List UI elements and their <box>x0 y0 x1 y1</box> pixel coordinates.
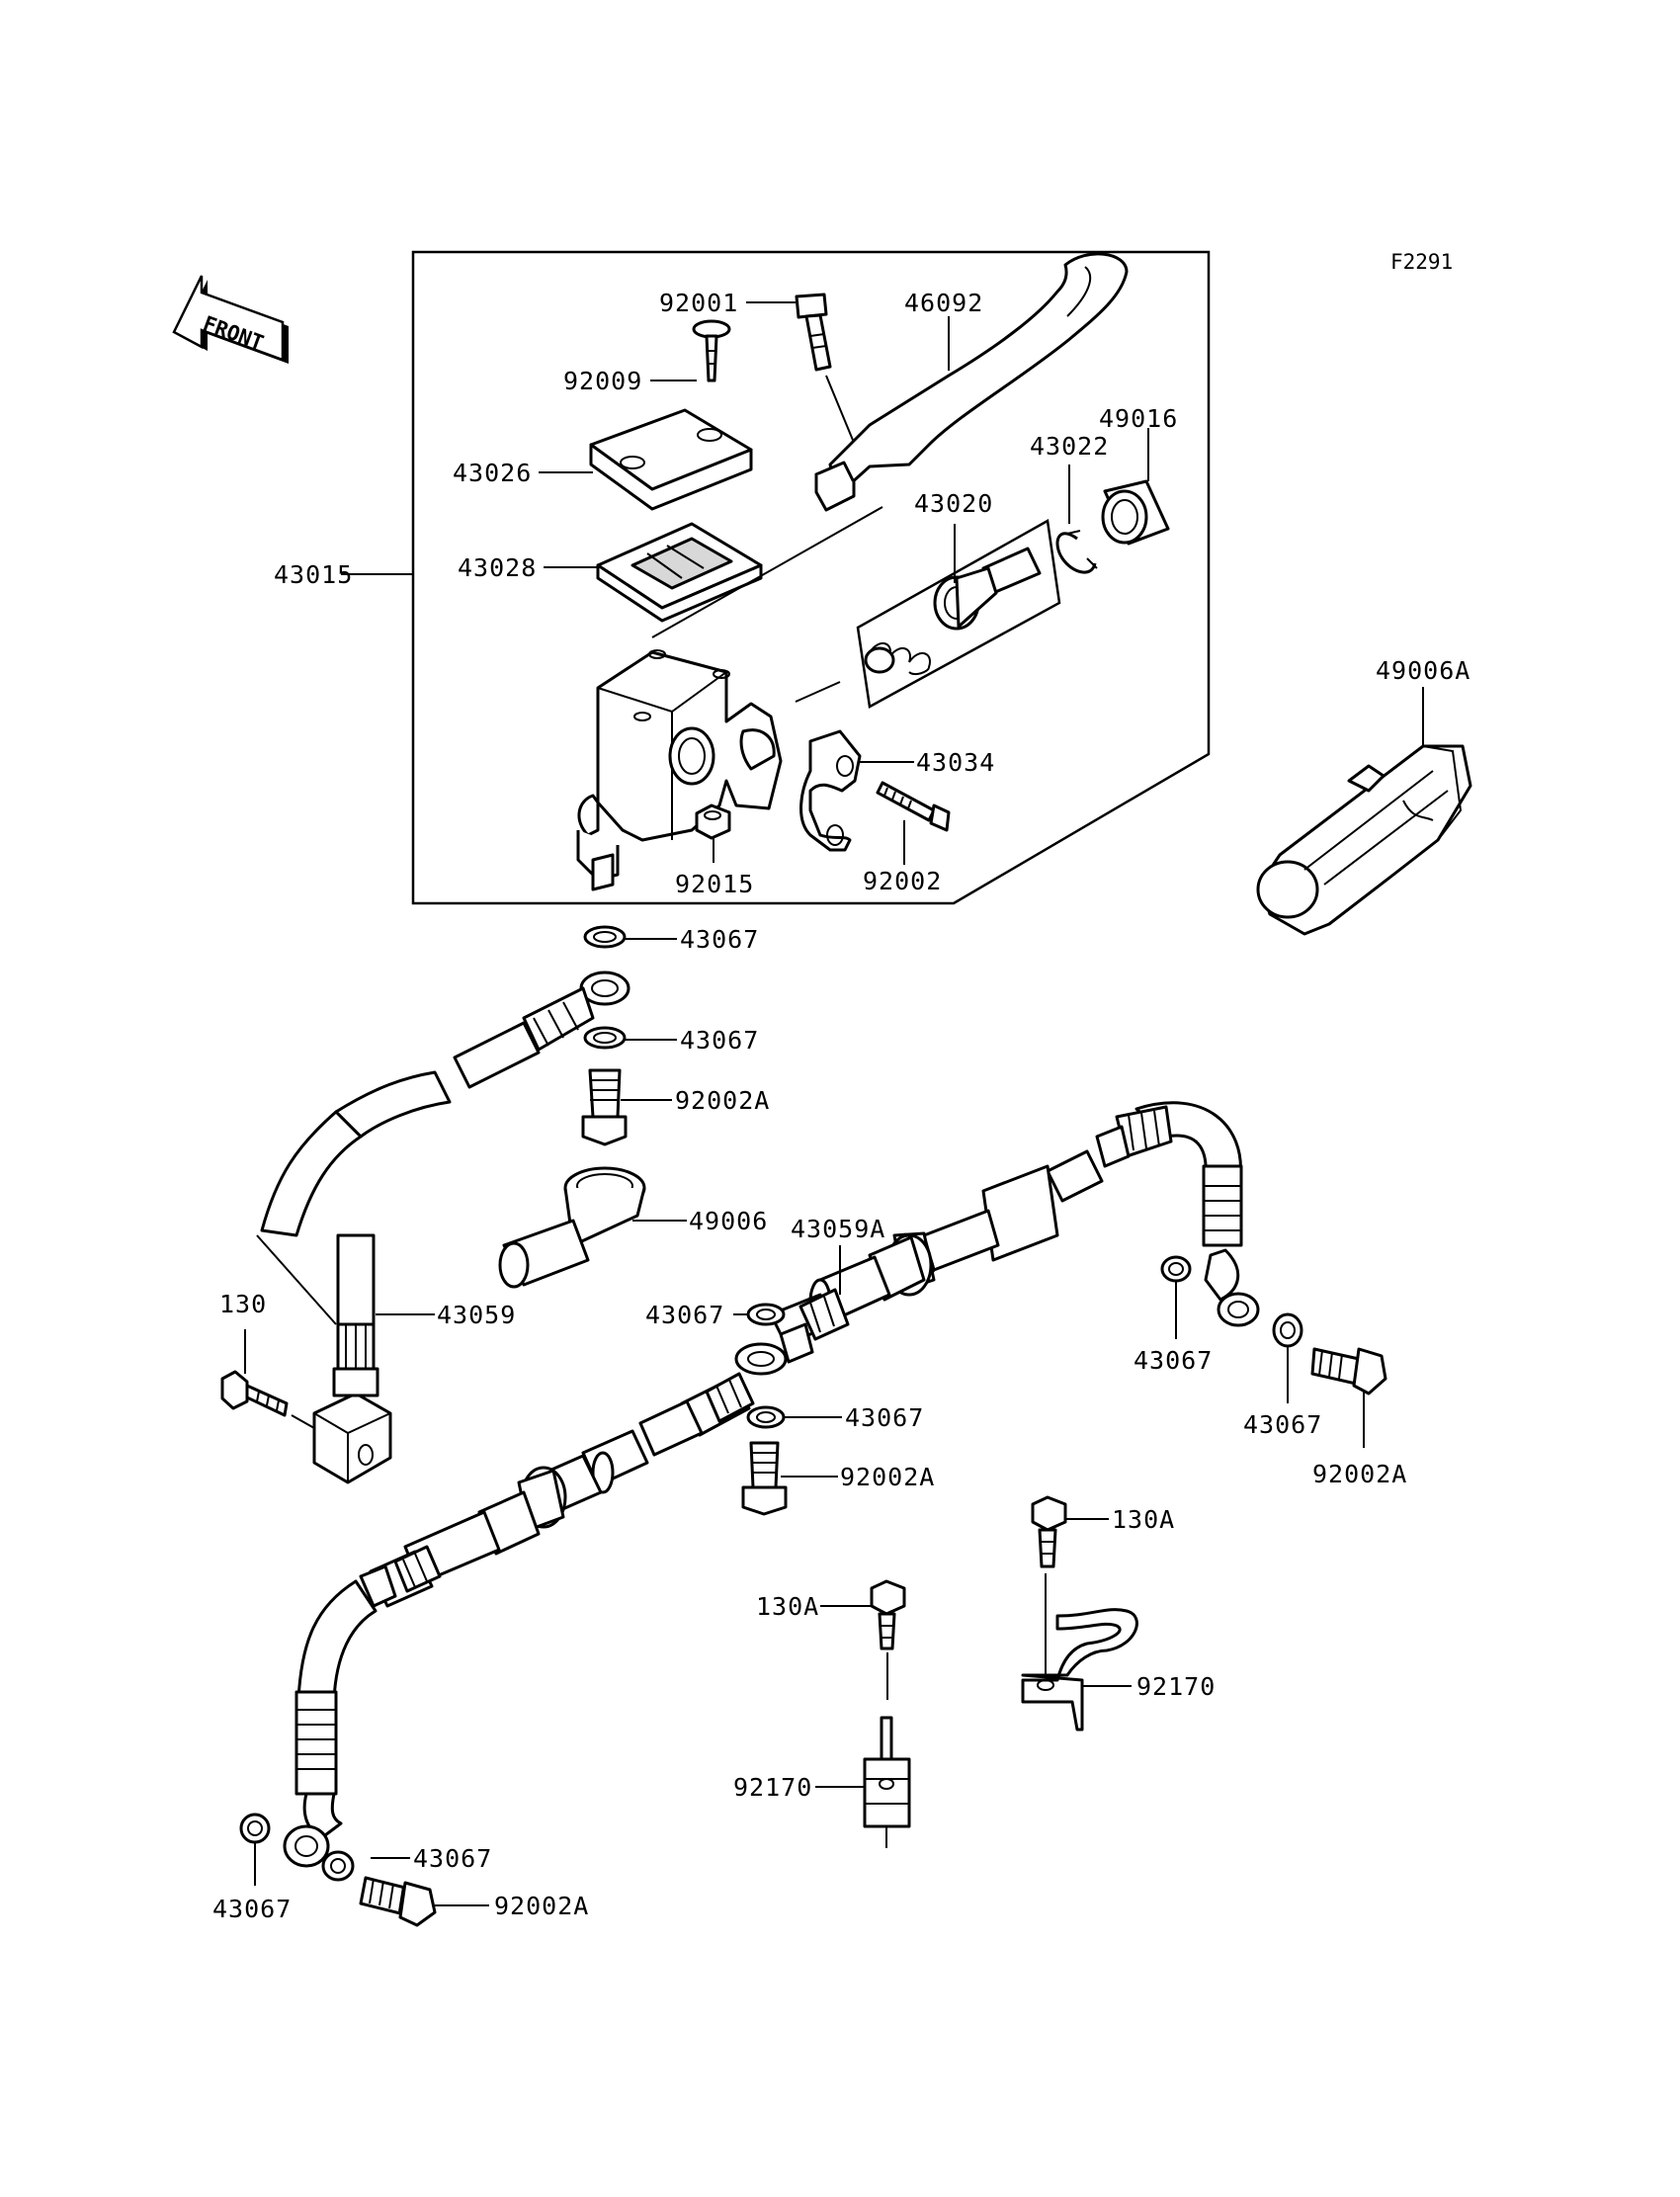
part-lower-hose <box>283 1372 755 1868</box>
label-43034: 43034 <box>916 748 995 777</box>
label-43022: 43022 <box>1030 432 1109 461</box>
part-92002A-d <box>359 1876 437 1927</box>
part-130A-b <box>870 1579 906 1650</box>
part-43020 <box>856 519 1061 709</box>
label-130: 130 <box>219 1290 267 1318</box>
part-92002 <box>876 781 951 832</box>
part-43059-top <box>260 971 630 1237</box>
part-130 <box>220 1370 289 1417</box>
part-43067-lowerleft <box>239 1813 271 1844</box>
label-92002A-a: 92002A <box>675 1086 770 1115</box>
part-43067-bottom <box>321 1850 355 1882</box>
part-46092 <box>814 252 1129 512</box>
label-92170-b: 92170 <box>733 1773 812 1802</box>
label-43026: 43026 <box>453 459 532 487</box>
label-130A-b: 130A <box>756 1592 819 1621</box>
part-92015 <box>695 803 731 840</box>
label-49006A: 49006A <box>1376 656 1470 685</box>
label-43020: 43020 <box>914 489 993 518</box>
part-43059 <box>312 1233 392 1484</box>
part-43067-right2 <box>1272 1312 1303 1348</box>
label-43028: 43028 <box>458 553 537 582</box>
figure-code: F2291 <box>1390 250 1453 274</box>
label-92002A-b: 92002A <box>1312 1460 1407 1488</box>
front-arrow-icon: FRONT <box>172 275 289 364</box>
part-130A-a <box>1031 1495 1067 1568</box>
label-43067-b: 43067 <box>680 1026 759 1055</box>
label-49006: 49006 <box>689 1207 768 1235</box>
part-43067-lowermid <box>746 1405 786 1429</box>
part-49006A <box>1256 744 1472 936</box>
label-92002A-c: 92002A <box>840 1463 935 1491</box>
part-43034 <box>799 729 862 852</box>
label-43067-e: 43067 <box>1243 1410 1322 1439</box>
part-43067-second <box>583 1026 627 1050</box>
part-92002A-b <box>1310 1347 1387 1395</box>
label-43067-d: 43067 <box>1134 1346 1213 1375</box>
label-43059A: 43059A <box>791 1215 885 1243</box>
part-43067-right1 <box>1160 1255 1192 1283</box>
label-43059: 43059 <box>437 1301 516 1329</box>
label-92002: 92002 <box>863 867 942 895</box>
part-49006 <box>498 1166 646 1289</box>
part-49016 <box>1101 479 1170 546</box>
label-43067-h: 43067 <box>413 1844 492 1873</box>
label-92015: 92015 <box>675 870 754 898</box>
label-43067-c: 43067 <box>645 1301 724 1329</box>
part-92170-a <box>1021 1608 1138 1732</box>
label-92009: 92009 <box>563 367 642 395</box>
label-92002A-d: 92002A <box>494 1892 589 1920</box>
label-43015: 43015 <box>274 560 353 589</box>
part-43059A <box>734 1101 1260 1376</box>
part-92002A-a <box>581 1068 628 1146</box>
label-130A-a: 130A <box>1112 1505 1175 1534</box>
label-46092: 46092 <box>904 289 983 317</box>
part-43028 <box>596 522 763 623</box>
part-92002A-c <box>741 1441 788 1516</box>
part-43067-mid <box>746 1303 786 1326</box>
part-92001 <box>795 293 832 372</box>
part-43022 <box>1055 530 1098 574</box>
part-master-cylinder <box>576 649 783 891</box>
label-92170-a: 92170 <box>1136 1672 1216 1701</box>
part-92170-b <box>863 1716 911 1848</box>
label-92001: 92001 <box>659 289 738 317</box>
label-43067-g: 43067 <box>212 1895 292 1923</box>
label-49016: 49016 <box>1099 404 1178 433</box>
part-43067-top <box>583 925 627 949</box>
part-92009 <box>692 319 731 382</box>
part-43026 <box>589 408 753 511</box>
label-43067-a: 43067 <box>680 925 759 954</box>
assembly-box-43015 <box>411 250 1211 905</box>
label-43067-f: 43067 <box>845 1403 924 1432</box>
